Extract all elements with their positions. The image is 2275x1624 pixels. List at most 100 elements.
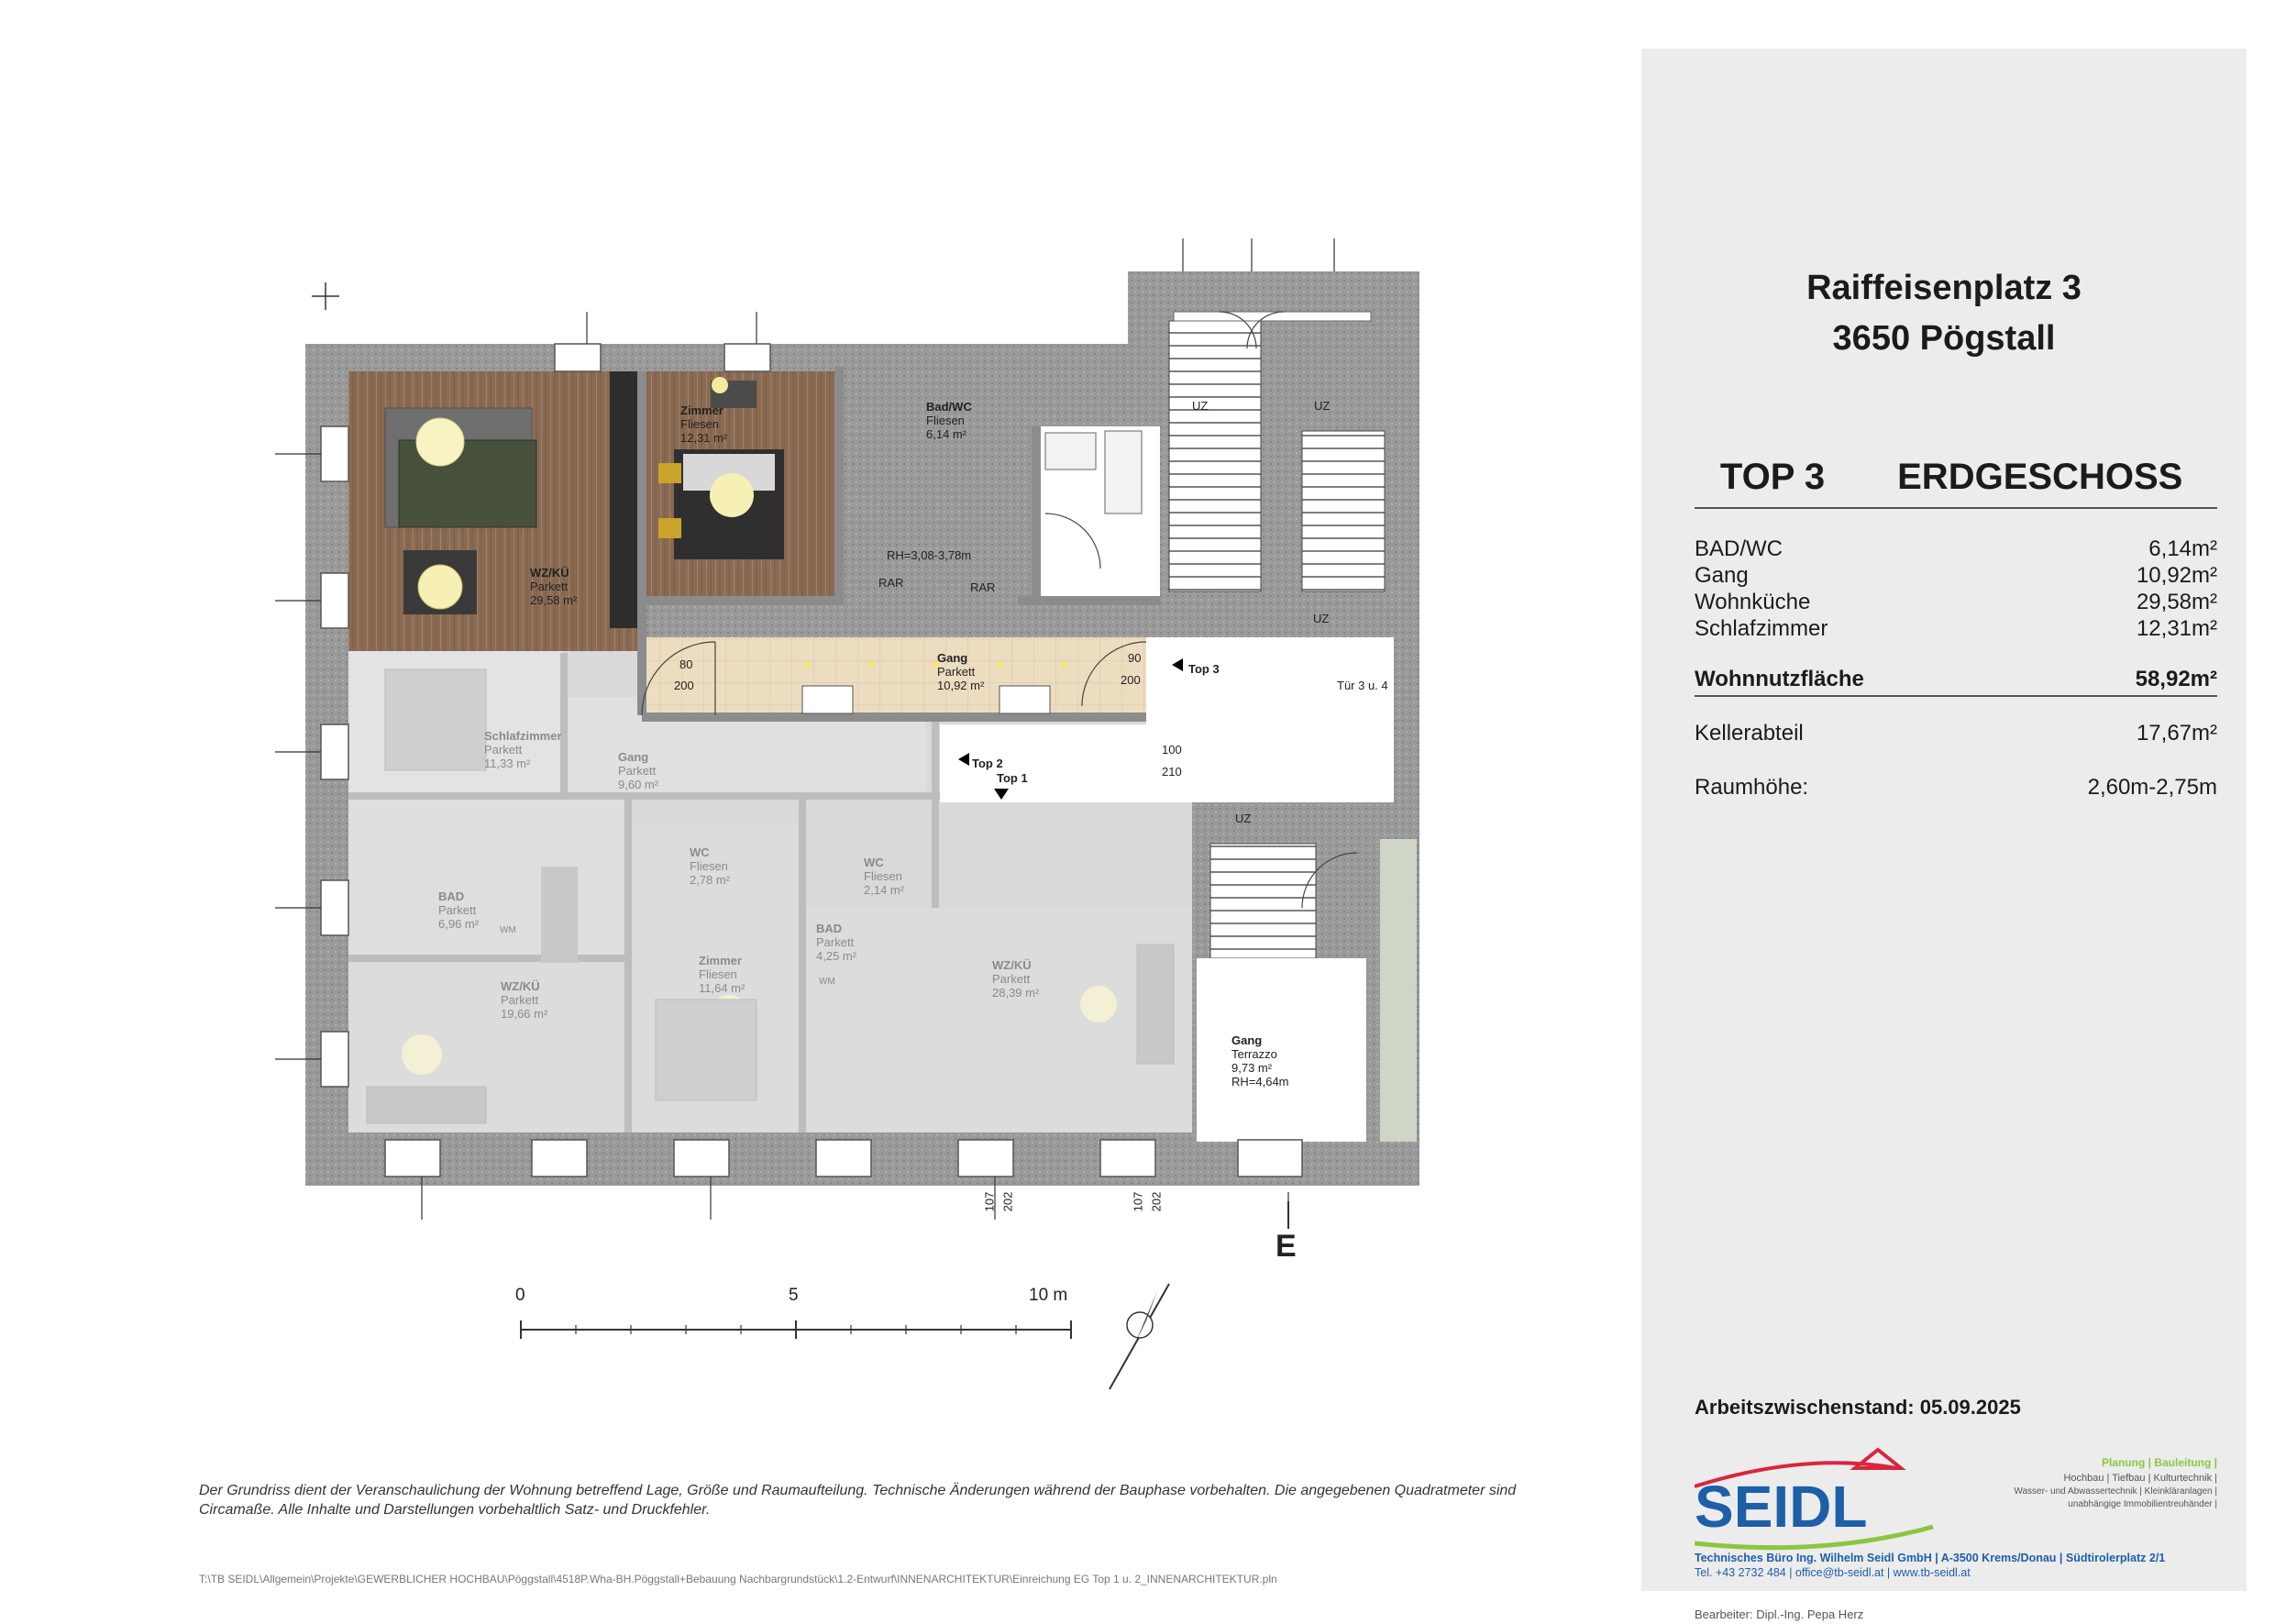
room-area: 4,25 m² — [816, 949, 857, 963]
room-floor: Parkett — [484, 743, 523, 757]
uz-label: UZ — [1314, 399, 1331, 413]
room-label-zimmer-2: Zimmer Fliesen 11,64 m² — [699, 954, 745, 995]
room-area: 11,64 m² — [699, 981, 745, 995]
room-floor: Fliesen — [690, 859, 728, 873]
height-label: Raumhöhe: — [1695, 775, 1809, 800]
room-area: 6,14 m² — [926, 427, 967, 441]
dimension-label: 90 — [1128, 651, 1142, 665]
dimension-label: 202 — [1000, 1191, 1015, 1212]
room-area: 11,33 m² — [484, 757, 531, 770]
dimension-label: 200 — [674, 679, 694, 692]
dimension-label: 202 — [1149, 1191, 1164, 1212]
room-height-label: RH=3,08-3,78m — [887, 548, 972, 562]
ceiling-lamp — [415, 417, 465, 467]
entrance-marker: E — [1276, 1229, 1297, 1264]
room-label-zimmer: Zimmer Fliesen 12,31 m² — [680, 403, 727, 445]
room-name: Gang — [937, 651, 968, 665]
room-area: 9,60 m² — [618, 778, 659, 791]
height-row: Raumhöhe: 2,60m-2,75m — [1695, 775, 2217, 801]
keller-label: Kellerabteil — [1695, 721, 1804, 746]
bedroom-lamp — [710, 473, 754, 517]
area-row: Schlafzimmer 12,31m² — [1695, 616, 2217, 642]
scale-label: 10 m — [1029, 1286, 1068, 1305]
washer-label: WM — [500, 925, 516, 935]
logo-services: unabhängige Immobilientreuhänder | — [2068, 1499, 2217, 1509]
room-label-bad-2: BAD Parkett 4,25 m² — [816, 922, 856, 963]
logo-services: Hochbau | Tiefbau | Kulturtechnik | — [2063, 1473, 2217, 1484]
total-label: Wohnnutzfläche — [1695, 667, 1864, 691]
north-arrow-icon — [1109, 1283, 1170, 1390]
floor-plan-drawing — [275, 238, 1419, 1390]
top1-marker: Top 1 — [997, 771, 1028, 785]
dimension-label: 107 — [982, 1191, 997, 1212]
room-name: Zimmer — [699, 954, 742, 967]
height-value: 2,60m-2,75m — [2087, 775, 2217, 800]
room-label-wc-2: WC Fliesen 2,14 m² — [864, 856, 904, 897]
room-name: WC — [690, 845, 710, 859]
address-line-1: Raiffeisenplatz 3 — [1806, 269, 2082, 307]
room-height: RH=4,64m — [1231, 1075, 1289, 1088]
total-value: 58,92m² — [2135, 667, 2217, 691]
file-path: T:\TB SEIDL\Allgemein\Projekte\GEWERBLIC… — [199, 1573, 1277, 1585]
area-label: Wohnküche — [1695, 590, 1811, 614]
dimension-label: 100 — [1162, 743, 1182, 757]
room-label-gang: Gang Parkett 10,92 m² — [937, 651, 984, 692]
room-floor: Fliesen — [699, 967, 737, 981]
logo-services: Wasser- und Abwassertechnik | Kleinklära… — [2014, 1486, 2217, 1497]
room-area: 9,73 m² — [1231, 1061, 1273, 1075]
room-area: 10,92 m² — [937, 679, 985, 692]
divider — [1695, 507, 2217, 509]
room-name: Gang — [618, 750, 649, 764]
room-name: WZ/KÜ — [530, 566, 569, 580]
room-label-gang-terrazzo: Gang Terrazzo 9,73 m² RH=4,64m — [1231, 1033, 1289, 1088]
room-floor: Fliesen — [680, 417, 719, 431]
dimension-label: 200 — [1121, 673, 1141, 687]
washer-label: WM — [819, 977, 835, 987]
total-row: Wohnnutzfläche 58,92m² — [1695, 667, 2217, 692]
room-floor: Parkett — [618, 764, 657, 778]
work-status: Arbeitszwischenstand: 05.09.2025 — [1695, 1396, 2021, 1419]
room-area: 19,66 m² — [501, 1007, 548, 1021]
room-name: Bad/WC — [926, 400, 972, 414]
uz-label: UZ — [1313, 612, 1330, 625]
room-area: 2,14 m² — [864, 883, 905, 897]
disclaimer: Der Grundriss dient der Veranschaulichun… — [199, 1483, 1517, 1518]
area-value: 6,14m² — [2148, 536, 2217, 561]
room-floor: Parkett — [992, 972, 1031, 986]
dimension-label: 80 — [679, 657, 693, 671]
unit-floor: ERDGESCHOSS — [1897, 457, 2183, 497]
area-label: BAD/WC — [1695, 536, 1783, 561]
room-area: 2,78 m² — [690, 873, 731, 887]
room-label-wzku: WZ/KÜ Parkett 29,58 m² — [530, 566, 577, 607]
staircase-down — [1209, 843, 1317, 959]
room-name: Schlafzimmer — [484, 729, 562, 743]
room-floor: Fliesen — [926, 414, 965, 427]
area-label: Gang — [1695, 563, 1749, 588]
dining-lamp — [417, 564, 463, 610]
top2-marker: Top 2 — [972, 757, 1003, 770]
area-value: 29,58m² — [2136, 590, 2217, 614]
area-value: 12,31m² — [2136, 616, 2217, 641]
logo-wordmark: SEIDL — [1695, 1474, 1867, 1540]
dimension-label: 107 — [1131, 1191, 1145, 1212]
room-floor: Terrazzo — [1231, 1047, 1277, 1061]
room-name: WZ/KÜ — [992, 958, 1032, 972]
scale-label: 0 — [515, 1286, 525, 1305]
room-area: 6,96 m² — [438, 917, 480, 931]
room-floor: Parkett — [937, 665, 976, 679]
room-label-wzku-1: WZ/KÜ Parkett 19,66 m² — [501, 979, 547, 1021]
company-contact: Tel. +43 2732 484 | office@tb-seidl.at |… — [1695, 1566, 1971, 1579]
room-label-badwc: Bad/WC Fliesen 6,14 m² — [926, 400, 972, 441]
company-address: Technisches Büro Ing. Wilhelm Seidl GmbH… — [1695, 1552, 2165, 1564]
room-name: WZ/KÜ — [501, 979, 540, 993]
area-value: 10,92m² — [2136, 563, 2217, 588]
staircase-up-right — [1301, 430, 1386, 592]
uz-label: UZ — [1235, 812, 1252, 825]
room-name: BAD — [438, 889, 465, 903]
room-area: 29,58 m² — [530, 593, 578, 607]
area-row: Wohnküche 29,58m² — [1695, 590, 2217, 615]
room-area: 12,31 m² — [680, 431, 728, 445]
divider — [1695, 695, 2217, 697]
kitchen-counter — [610, 371, 637, 628]
room-label-bad-1: BAD Parkett 6,96 m² — [438, 889, 479, 931]
